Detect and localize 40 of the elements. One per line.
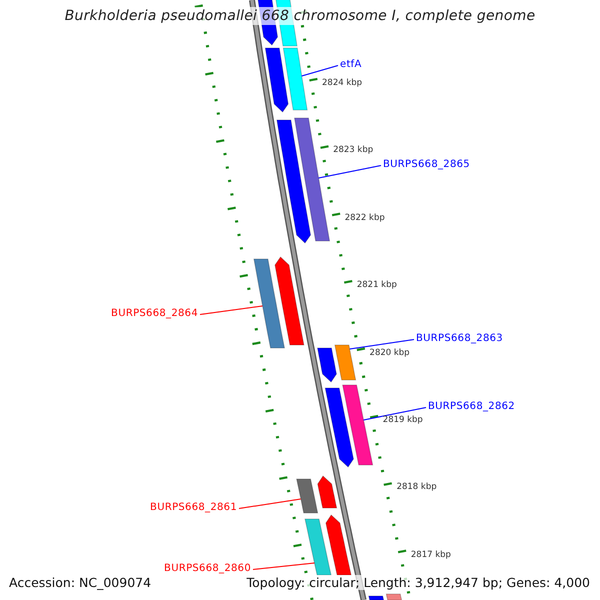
- leader-line: [363, 407, 426, 420]
- gene-feature: [317, 348, 337, 383]
- gene-feature: [282, 48, 308, 110]
- gene-feature: [276, 120, 312, 244]
- gene-feature: [296, 478, 318, 514]
- info-text: Topology: circular; Length: 3,912,947 bp; Genes: 4,000: [244, 575, 592, 590]
- gene-feature: [264, 48, 289, 113]
- scale-label: 2824 kbp: [322, 78, 362, 88]
- scale-label: 2823 kbp: [333, 145, 374, 156]
- leader-line: [301, 65, 338, 76]
- leader-line: [349, 339, 414, 350]
- gene-label: BURPS668_2865: [383, 159, 470, 170]
- gene-feature: [324, 388, 354, 468]
- leader-line: [238, 498, 302, 509]
- leader-line: [318, 165, 382, 178]
- gene-label: BURPS668_2862: [428, 401, 515, 412]
- scale-label: 2820 kbp: [370, 348, 410, 358]
- gene-feature: [274, 256, 304, 346]
- scale-label: 2817 kbp: [410, 550, 451, 560]
- gene-feature: [304, 518, 332, 576]
- scale-label: 2819 kbp: [382, 415, 423, 425]
- gene-feature: [386, 594, 402, 600]
- gene-feature: [317, 475, 338, 508]
- gene-label: BURPS668_2863: [416, 333, 503, 344]
- scale-label: 2822 kbp: [344, 212, 385, 223]
- gene-feature: [294, 118, 330, 242]
- gene-label: BURPS668_2860: [164, 563, 251, 574]
- gene-feature: [368, 596, 384, 600]
- gene-feature: [334, 344, 356, 380]
- info-text: Accession: NC_009074: [7, 575, 154, 590]
- scale-label: 2818 kbp: [396, 482, 437, 492]
- scale-label: 2821 kbp: [356, 280, 397, 290]
- gene-feature: [253, 258, 285, 348]
- gene-feature: [325, 514, 352, 576]
- leader-line: [200, 306, 263, 315]
- gene-label: BURPS668_2864: [111, 308, 198, 319]
- leader-line: [252, 562, 315, 570]
- gene-feature: [342, 384, 374, 466]
- gene-label: etfA: [340, 59, 362, 70]
- gene-label: BURPS668_2861: [150, 502, 237, 513]
